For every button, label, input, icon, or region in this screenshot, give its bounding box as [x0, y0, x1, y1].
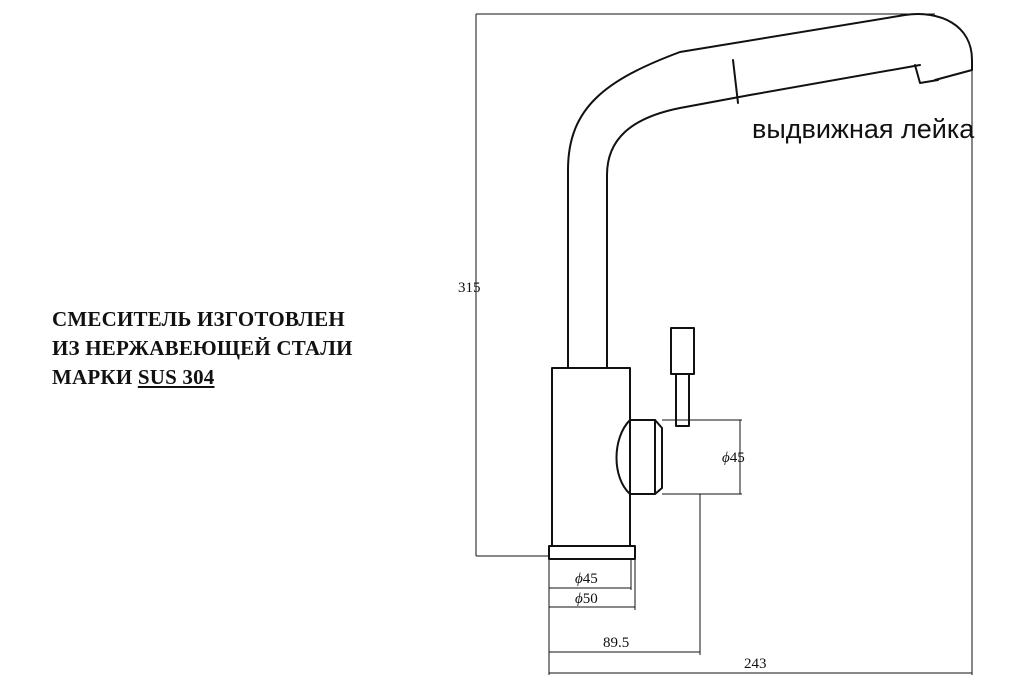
handle-dome [615, 419, 631, 495]
spout-tip [914, 64, 939, 84]
faucet-body [551, 367, 631, 547]
material-note-line2: ИЗ НЕРЖАВЕЮЩЕЙ СТАЛИ [52, 336, 353, 360]
handle-diameter-label: ϕ45 [722, 450, 745, 466]
base-outer-diameter-label: ϕ50 [575, 591, 598, 607]
handle-hub [629, 419, 663, 495]
material-note-prefix: МАРКИ [52, 365, 138, 389]
base-ring [548, 545, 636, 560]
base-inner-diameter-label: ϕ45 [575, 571, 598, 587]
total-width-label: 243 [744, 656, 767, 672]
reach-dim-label: 89.5 [603, 635, 629, 651]
material-note: СМЕСИТЕЛЬ ИЗГОТОВЛЕН ИЗ НЕРЖАВЕЮЩЕЙ СТАЛ… [52, 305, 353, 392]
material-note-line1: СМЕСИТЕЛЬ ИЗГОТОВЛЕН [52, 307, 345, 331]
spout-outer-contour [567, 13, 973, 369]
height-dim-label: 315 [458, 280, 481, 296]
handle-lever [670, 327, 695, 375]
pullout-spray-callout: выдвижная лейка [752, 114, 975, 144]
spout-inner-contour [606, 64, 921, 369]
material-grade: SUS 304 [137, 365, 215, 389]
material-note-line3: МАРКИ SUS 304 [52, 363, 353, 392]
handle-lever-stem [675, 373, 690, 427]
pullout-head-joint [732, 59, 739, 104]
